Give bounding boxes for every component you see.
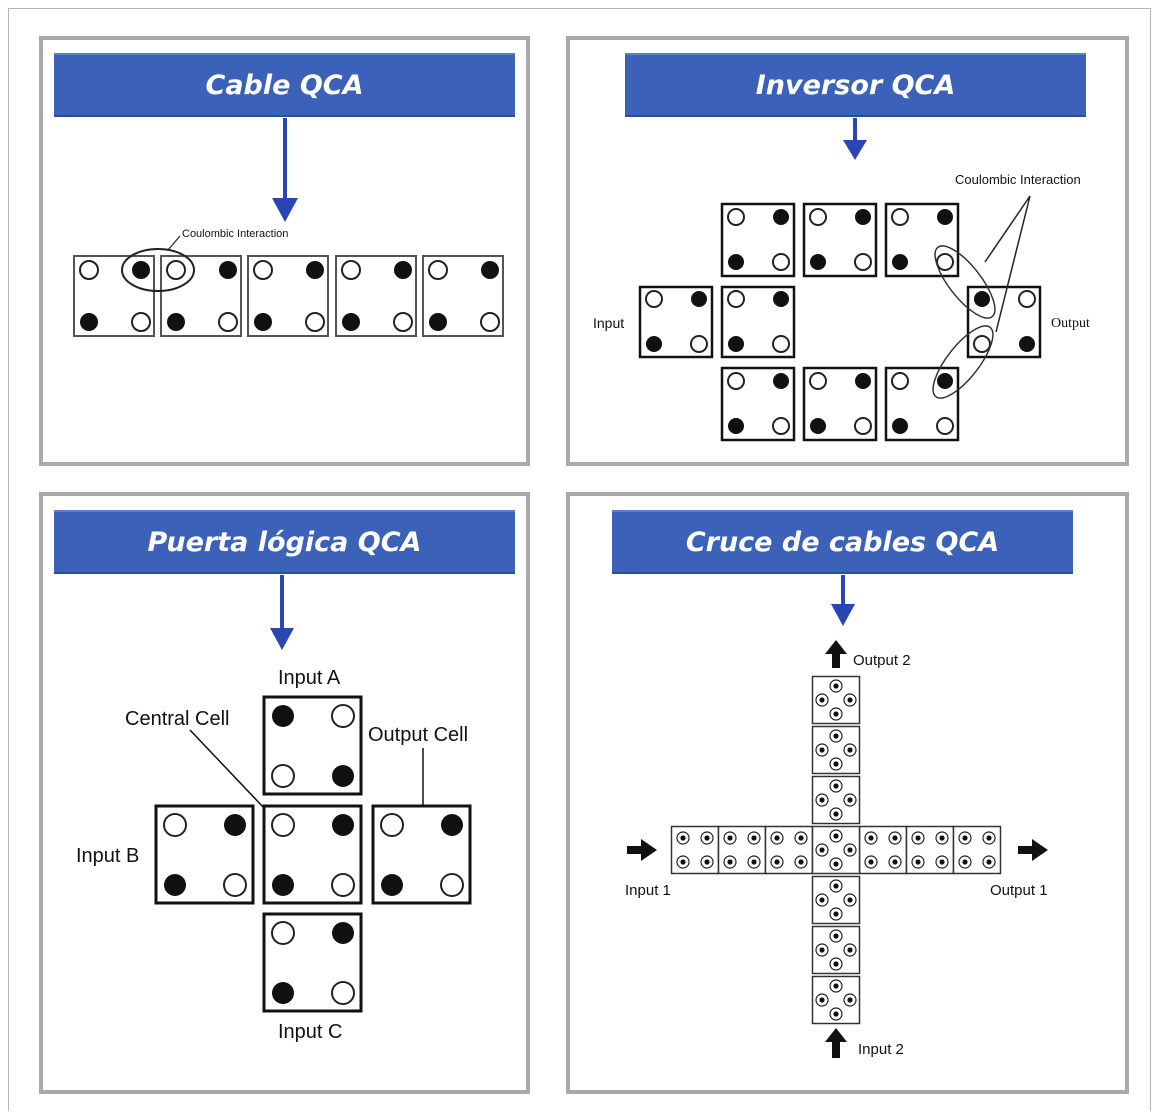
inverter-interaction-ellipse-top: [934, 245, 996, 319]
crossover-output1-label: Output 1: [990, 882, 1048, 899]
inverter-cell-input: [638, 285, 714, 359]
cable-cell-4: [335, 255, 417, 337]
gate-cell-output: [371, 804, 472, 905]
cable-annotation-leader: [167, 235, 181, 251]
cable-interaction-ellipse: [121, 248, 195, 292]
gate-input-c-label: Input C: [278, 1021, 342, 1043]
crossover-input1-arrow: [627, 839, 657, 861]
inverter-output-label: Output: [1051, 316, 1090, 331]
crossover-arrow: [831, 575, 855, 626]
inverter-cell-split: [720, 285, 796, 359]
crossover-input2-arrow: [825, 1028, 847, 1058]
inverter-cell-top-3: [884, 202, 960, 278]
inverter-annotation-leader-2: [995, 195, 1031, 333]
crossover-cells: [670, 675, 1002, 1025]
inverter-arrow: [843, 118, 867, 160]
banner-gate: Puerta lógica QCA: [54, 510, 515, 574]
crossover-output2-arrow: [825, 640, 847, 668]
gate-cell-input-c: [262, 912, 363, 1013]
inverter-input-label: Input: [593, 315, 624, 331]
inverter-cell-output: [966, 285, 1042, 359]
inverter-interaction-ellipse-bottom: [932, 325, 994, 399]
cable-cell-2: [160, 255, 242, 337]
figure-frame: [8, 8, 1151, 1111]
gate-central-leader: [189, 729, 265, 809]
cable-cell-5: [422, 255, 504, 337]
cable-cell-1: [73, 255, 155, 337]
gate-cell-input-a: [262, 695, 363, 796]
inverter-cell-bottom-1: [720, 366, 796, 442]
inverter-cell-top-2: [802, 202, 878, 278]
inverter-annotation-label: Coulombic Interaction: [955, 172, 1081, 187]
gate-cell-central: [262, 804, 363, 905]
gate-input-b-label: Input B: [76, 845, 139, 867]
crossover-output1-arrow: [1018, 839, 1048, 861]
cable-arrow: [272, 118, 298, 222]
gate-arrow: [270, 575, 294, 650]
crossover-input2-label: Input 2: [858, 1041, 904, 1058]
inverter-cell-bottom-3: [884, 366, 960, 442]
gate-output-cell-label: Output Cell: [368, 724, 468, 746]
banner-cable: Cable QCA: [54, 53, 515, 117]
banner-inverter: Inversor QCA: [625, 53, 1086, 117]
banner-crossover: Cruce de cables QCA: [612, 510, 1073, 574]
cable-annotation-label: Coulombic Interaction: [182, 228, 288, 240]
crossover-input1-label: Input 1: [625, 882, 671, 899]
crossover-output2-label: Output 2: [853, 652, 911, 669]
gate-cell-input-b: [154, 804, 255, 905]
inverter-annotation-leader-1: [984, 195, 1031, 263]
gate-central-cell-label: Central Cell: [125, 708, 229, 730]
inverter-cell-top-1: [720, 202, 796, 278]
cable-cell-3: [247, 255, 329, 337]
gate-input-a-label: Input A: [278, 667, 341, 689]
inverter-cell-bottom-2: [802, 366, 878, 442]
